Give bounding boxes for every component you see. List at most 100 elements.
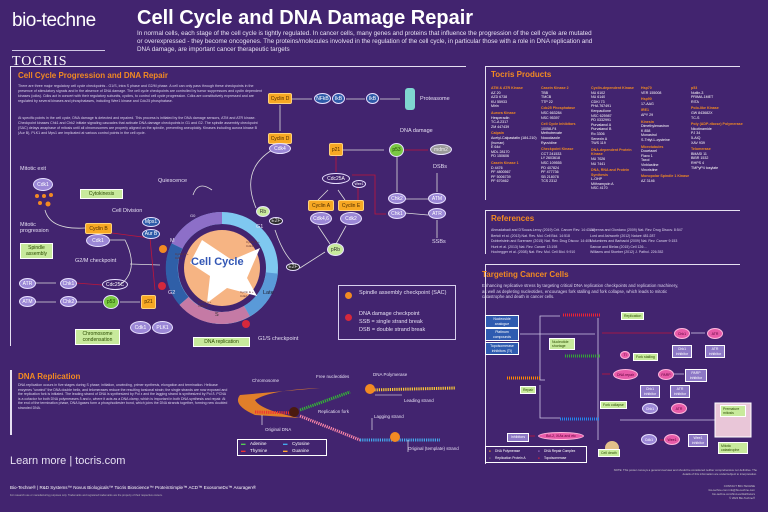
- product-item[interactable]: Docetaxel: [641, 149, 657, 154]
- product-item[interactable]: TC-S: [691, 115, 700, 120]
- legend-rpa: Replication Protein A: [495, 456, 526, 460]
- product-item[interactable]: AZ 3146: [641, 178, 655, 183]
- product-item[interactable]: E 64d: [491, 145, 501, 150]
- product-item[interactable]: 17-AAG: [641, 101, 654, 106]
- section-title: Tocris Products: [491, 70, 552, 79]
- product-item[interactable]: 5-AIQ: [691, 135, 701, 140]
- product-item[interactable]: NSC 625987: [591, 113, 612, 118]
- product-item[interactable]: LY 2603618: [541, 156, 561, 161]
- product-item[interactable]: GW 843682X: [691, 110, 713, 115]
- product-item[interactable]: AZ 20: [491, 90, 501, 95]
- lagging-strand-label: Lagging strand: [374, 414, 404, 419]
- product-item[interactable]: Nicotinamide: [691, 126, 712, 131]
- contact-email[interactable]: bio-techne.com info@bio-techne.com: [708, 488, 755, 492]
- product-item[interactable]: XAV 939: [691, 140, 705, 145]
- product-item[interactable]: TCS 2312: [541, 179, 558, 184]
- product-item[interactable]: PJ 34: [691, 131, 701, 136]
- product-item[interactable]: Purvalanol A: [591, 122, 612, 127]
- product-item[interactable]: Taxol: [641, 158, 650, 163]
- product-item[interactable]: L-OHP: [591, 177, 602, 182]
- product-item[interactable]: TBB: [541, 90, 548, 95]
- product-item[interactable]: NU 6140: [591, 95, 606, 100]
- product-item[interactable]: TWS 119: [591, 141, 606, 146]
- product-item[interactable]: VER 155008: [641, 90, 662, 95]
- product-item[interactable]: CDKI 73: [591, 99, 605, 104]
- product-item[interactable]: BMASI 11: [691, 151, 707, 156]
- product-item[interactable]: Methotrexate: [541, 131, 562, 136]
- product-item[interactable]: PD 407824: [541, 165, 559, 170]
- product-item[interactable]: PD 0332991: [591, 118, 611, 123]
- chk1-node: Chk1: [642, 403, 658, 414]
- product-item[interactable]: NSC 109555: [541, 160, 562, 165]
- product-item[interactable]: Senexin A: [591, 136, 608, 141]
- product-item[interactable]: Kenpaullone: [591, 108, 611, 113]
- product-item[interactable]: SB 218078: [541, 174, 559, 179]
- product-item[interactable]: S-Trityl-L-cysteine: [641, 137, 670, 142]
- product-item[interactable]: TMPyP4 tosylate: [691, 165, 719, 170]
- product-item[interactable]: K 858: [641, 128, 651, 133]
- product-item[interactable]: PF 670462: [491, 179, 509, 184]
- distributors-link[interactable]: bio-techne.com/find-us/distributors: [712, 492, 755, 496]
- prb-node: pRb: [327, 243, 344, 256]
- product-item[interactable]: D 4476: [491, 165, 503, 170]
- product-category: Casein Kinase 1: [491, 160, 519, 165]
- product-category: IRE1: [641, 108, 649, 113]
- product-item[interactable]: Nocodazole: [541, 135, 560, 140]
- learn-more-link[interactable]: Learn more | tocris.com: [10, 455, 125, 467]
- g2m-checkpoint-label: G2/M checkpoint: [75, 258, 117, 264]
- product-item[interactable]: NSC 663284: [541, 110, 562, 115]
- product-item[interactable]: NU 7026: [591, 156, 606, 161]
- product-item[interactable]: PRIMA-1MET: [691, 95, 714, 100]
- product-item[interactable]: Ro 3306: [591, 131, 605, 136]
- product-item[interactable]: Vinblastine: [641, 162, 659, 167]
- product-item[interactable]: MDL 28170: [491, 149, 510, 154]
- product-item[interactable]: NU 6102: [591, 90, 606, 95]
- template-strand-label: Original (template) strand: [408, 446, 459, 451]
- product-item[interactable]: CCT 241533: [541, 151, 562, 156]
- product-item[interactable]: Ryuvidine: [541, 140, 557, 145]
- product-item[interactable]: AZD 6738: [491, 95, 508, 100]
- product-item[interactable]: RHPS 4: [691, 160, 704, 165]
- product-item[interactable]: APY 29: [641, 112, 654, 117]
- product-item[interactable]: Purvalanol B: [591, 127, 612, 132]
- product-item[interactable]: Monastrol: [641, 133, 657, 138]
- product-item[interactable]: PF 477736: [541, 170, 559, 175]
- product-item[interactable]: Hesperadin: [491, 115, 510, 120]
- product-category: Microtubules: [641, 144, 664, 149]
- site-link[interactable]: tocris.com: [75, 455, 126, 467]
- product-item[interactable]: ZM 447439: [491, 124, 510, 129]
- product-item[interactable]: Mirin: [491, 104, 499, 109]
- product-item[interactable]: PF 4800567: [491, 170, 511, 175]
- product-item[interactable]: NSC 95397: [541, 115, 560, 120]
- sac-icon: [345, 292, 352, 299]
- plk1-node: PLK1: [152, 321, 173, 334]
- product-item[interactable]: TC-A 2317: [491, 120, 509, 125]
- product-item[interactable]: NU 7441: [591, 161, 606, 166]
- spindle-assembly-label: Spindle assembly: [20, 243, 53, 259]
- product-item[interactable]: 10058-F4: [541, 126, 557, 131]
- product-item[interactable]: NSC 4170: [591, 186, 608, 191]
- product-item[interactable]: PHA 767491: [591, 104, 612, 109]
- product-item[interactable]: Dimethylenastron: [641, 124, 669, 129]
- cdk1-node: Cdk1: [130, 321, 151, 334]
- atr-inhibitor-drug: ATR inhibitor: [705, 345, 725, 358]
- product-item[interactable]: Flavo 1: [641, 153, 653, 158]
- chromosome-label: Chromosome: [252, 378, 280, 383]
- product-item[interactable]: KU 55933: [491, 99, 507, 104]
- product-item[interactable]: TMCB: [541, 95, 552, 100]
- product-category: Poly (ADP-ribose) Polymerase: [691, 122, 743, 127]
- learn-more-text[interactable]: Learn more: [10, 455, 67, 467]
- product-item[interactable]: PF 5006739: [491, 174, 511, 179]
- product-item[interactable]: Acetyl-Calpastatin (184-210) (human): [491, 135, 537, 145]
- references-right: Lapenna and Giordano (2009) Nat. Rev. Dr…: [590, 228, 720, 256]
- product-item[interactable]: RITA: [691, 99, 699, 104]
- product-item[interactable]: Vincristine: [641, 167, 658, 172]
- product-category: Monopolar Spindle 1 Kinase: [641, 174, 690, 179]
- product-item[interactable]: PD 150606: [491, 154, 509, 159]
- product-item[interactable]: TTP 22: [541, 99, 553, 104]
- product-item[interactable]: Mithramycin A: [591, 181, 614, 186]
- product-item[interactable]: Nutlin-3: [691, 90, 704, 95]
- product-item[interactable]: BIBR 1532: [691, 156, 709, 161]
- dna-repair-node: DNA repair: [613, 369, 638, 380]
